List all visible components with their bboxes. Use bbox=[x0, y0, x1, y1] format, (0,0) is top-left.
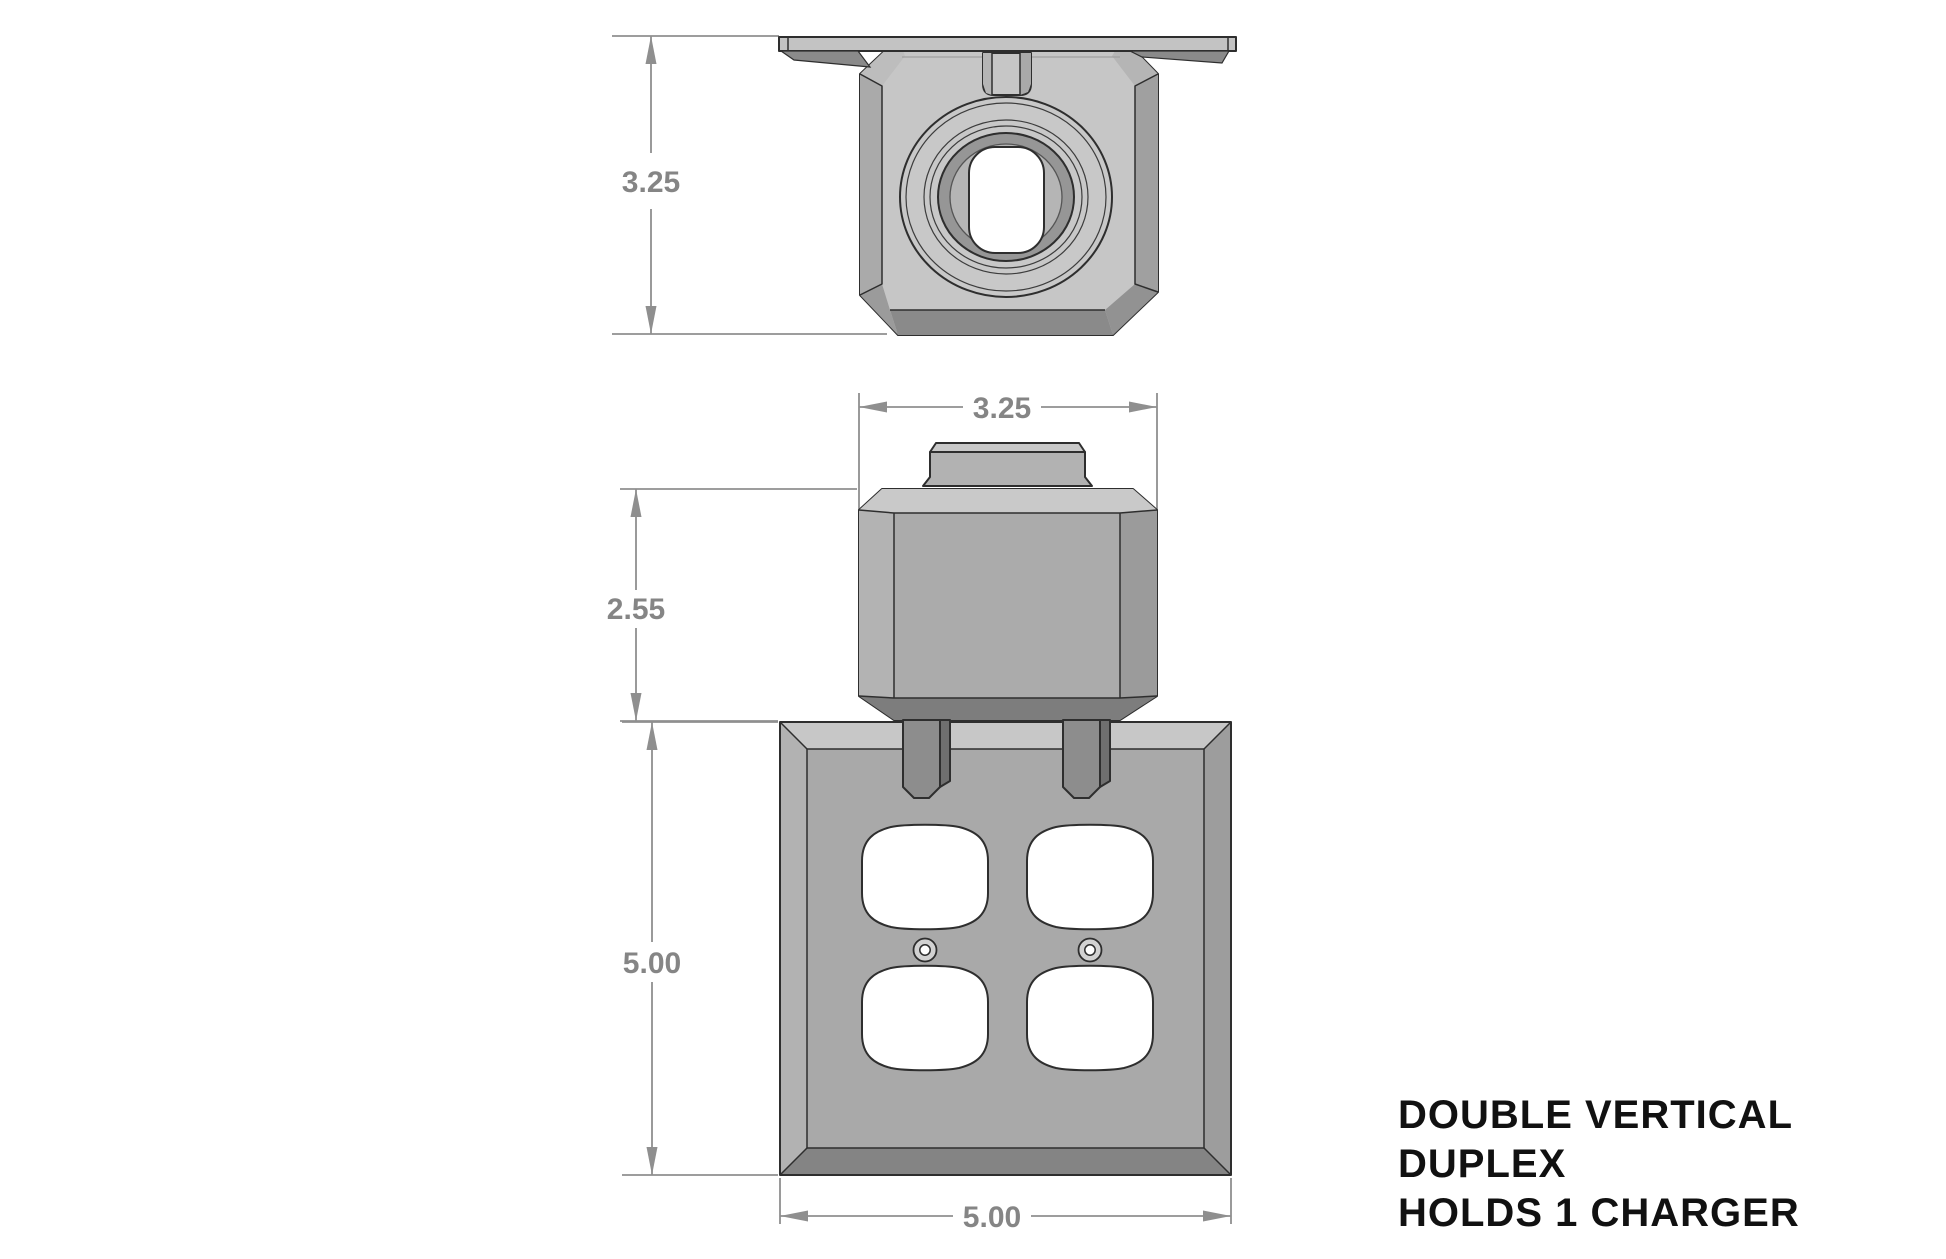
dim-label-top-depth: 3.25 bbox=[622, 166, 680, 199]
dimension-top-view-depth: 3.25 bbox=[612, 35, 887, 335]
dim-label-front-height: 2.55 bbox=[607, 593, 665, 626]
dim-label-plate-height: 5.00 bbox=[623, 947, 681, 980]
outlet-cutout-top-left bbox=[861, 823, 989, 931]
outlet-cutouts bbox=[861, 823, 1154, 1072]
arrowhead-left bbox=[780, 1210, 808, 1222]
body-left-facet bbox=[860, 74, 882, 295]
flange-underside-left bbox=[779, 50, 872, 68]
arrowhead-down bbox=[630, 693, 642, 721]
mounting-prong-left-side bbox=[939, 719, 951, 788]
plate-corner-bevels bbox=[779, 721, 1232, 1176]
charger-port-hole bbox=[968, 146, 1045, 254]
body-facet-lines bbox=[858, 509, 1158, 699]
mounting-flange bbox=[778, 36, 1237, 68]
body-left-face bbox=[859, 510, 894, 698]
plate-outer-edge bbox=[779, 721, 1232, 1176]
flange-top-face bbox=[778, 36, 1237, 52]
arrowhead-down bbox=[646, 1147, 658, 1175]
collar-boss bbox=[922, 442, 1093, 487]
dimension-plate-height: 5.00 bbox=[622, 721, 778, 1176]
body-front-outline bbox=[858, 488, 1158, 721]
plate-bevel-right bbox=[1204, 722, 1231, 1175]
outlet-cutout-top-right bbox=[1026, 823, 1154, 931]
caption-line-1: DOUBLE VERTICAL bbox=[1398, 1093, 1793, 1137]
mounting-prong-right bbox=[1062, 719, 1101, 799]
boss-ring bbox=[905, 102, 1107, 292]
arrowhead-right bbox=[1129, 401, 1157, 413]
body-bottom-facet bbox=[890, 310, 1113, 335]
locking-tab-lines bbox=[991, 53, 1021, 95]
arrowhead-left bbox=[859, 401, 887, 413]
plate-bevel-top bbox=[780, 722, 1231, 749]
locking-tab-top bbox=[982, 52, 1032, 96]
collar-lip bbox=[929, 442, 1086, 453]
boss-ring bbox=[929, 125, 1083, 269]
body-facet-lines bbox=[859, 73, 1159, 311]
caption-block: DOUBLE VERTICAL DUPLEX HOLDS 1 CHARGER bbox=[1398, 1093, 1800, 1235]
boss-ring bbox=[923, 119, 1089, 275]
arrowhead-up bbox=[630, 489, 642, 517]
locking-tab-right-facet bbox=[1020, 53, 1031, 95]
outlet-cutout-bottom-right bbox=[1026, 964, 1154, 1072]
mounting-prong-left bbox=[902, 719, 941, 799]
screw-hole-left bbox=[919, 944, 931, 956]
body-corner-facet-br bbox=[1105, 284, 1158, 335]
outlet-cutout-bottom-left bbox=[861, 964, 989, 1072]
charger-port-boss bbox=[899, 96, 1113, 298]
dim-label-plate-width: 5.00 bbox=[963, 1201, 1021, 1234]
plate-inner-edge bbox=[806, 748, 1205, 1149]
body-bottom-chamfer bbox=[859, 696, 1157, 720]
body-right-face bbox=[1120, 510, 1157, 698]
plate-view: 5.00 5.00 bbox=[622, 719, 1232, 1234]
plate-bevel-bottom bbox=[780, 1148, 1231, 1175]
dimension-front-height: 2.55 bbox=[607, 488, 857, 722]
arrowhead-down bbox=[645, 306, 657, 334]
caption-line-2: DUPLEX bbox=[1398, 1142, 1566, 1186]
mounting-prong-right-side bbox=[1099, 719, 1111, 788]
screw-hole-right bbox=[1084, 944, 1096, 956]
arrowhead-up bbox=[645, 36, 657, 64]
front-view: 3.25 2.55 bbox=[607, 392, 1158, 722]
wall-plate bbox=[779, 721, 1232, 1176]
body-corner-facet-bl bbox=[860, 284, 898, 335]
locking-tab-left-facet bbox=[983, 53, 992, 95]
collar-front bbox=[922, 451, 1093, 487]
caption-line-3: HOLDS 1 CHARGER bbox=[1398, 1191, 1800, 1235]
dim-label-front-width: 3.25 bbox=[973, 392, 1031, 425]
flange-underside-right bbox=[1129, 50, 1231, 64]
top-view: 3.25 bbox=[612, 35, 1237, 336]
body-right-facet bbox=[1135, 74, 1158, 292]
mounting-prongs bbox=[902, 719, 1111, 799]
holder-body-front bbox=[858, 488, 1158, 721]
plate-bevel-left bbox=[780, 722, 807, 1175]
plate-face bbox=[807, 749, 1204, 1148]
body-top-face bbox=[859, 489, 1157, 513]
screw-holes bbox=[912, 937, 1103, 963]
dimension-plate-width: 5.00 bbox=[779, 1178, 1232, 1234]
dimension-front-width: 3.25 bbox=[858, 392, 1158, 511]
arrowhead-right bbox=[1203, 1210, 1231, 1222]
arrowhead-up bbox=[646, 722, 658, 750]
